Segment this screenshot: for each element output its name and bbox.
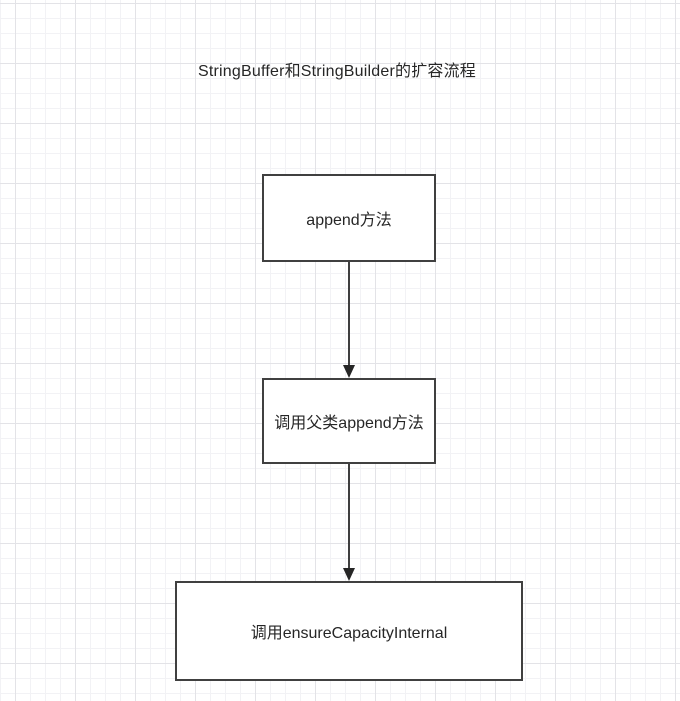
flow-node-label: 调用ensureCapacityInternal <box>250 625 448 642</box>
flow-node-label: 调用父类append方法 <box>274 415 424 432</box>
flow-edge-append-to-super[interactable] <box>339 262 359 378</box>
flow-node-ensure-capacity[interactable]: 调用ensureCapacityInternal <box>175 581 523 681</box>
flow-node-label: append方法 <box>306 212 392 229</box>
arrow-down-head-icon <box>343 568 355 581</box>
flow-node-super-append[interactable]: 调用父类append方法 <box>262 378 436 464</box>
arrow-down-head-icon <box>343 365 355 378</box>
diagram-title[interactable]: StringBuffer和StringBuilder的扩容流程 <box>198 63 476 80</box>
flow-node-append[interactable]: append方法 <box>262 174 436 262</box>
flow-edge-super-to-ensure[interactable] <box>339 464 359 581</box>
